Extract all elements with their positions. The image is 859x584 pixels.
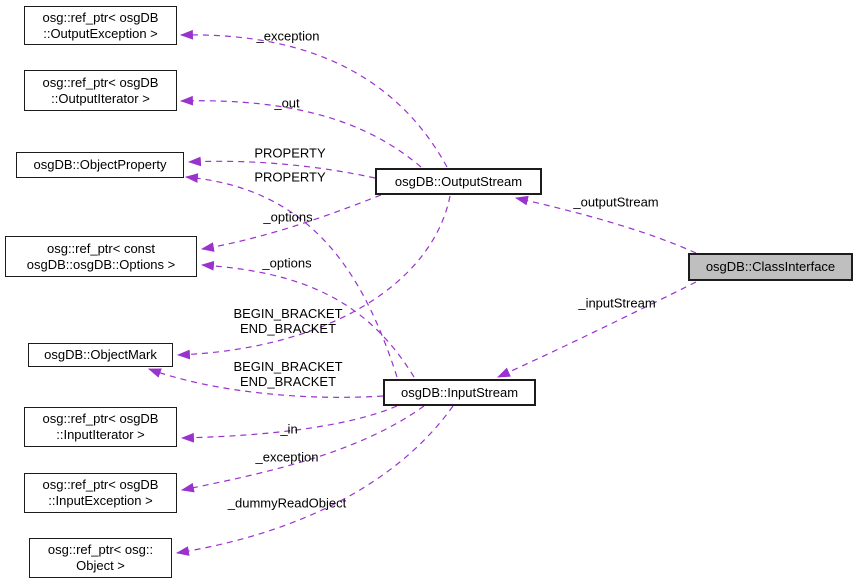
node-classinterface[interactable]: osgDB::ClassInterface (688, 253, 853, 281)
edge-label-brackets-input: BEGIN_BRACKET END_BRACKET (233, 359, 342, 389)
node-ref-ptr-outputiterator[interactable]: osg::ref_ptr< osgDB ::OutputIterator > (24, 70, 177, 111)
edge-label-out: _out (274, 95, 300, 111)
node-label: ::OutputException > (43, 25, 158, 41)
edge-label-options-input: _options (262, 255, 312, 271)
node-label: osgDB::ObjectMark (44, 347, 157, 362)
edge-label-line: END_BRACKET (239, 374, 337, 389)
node-ref-ptr-const-options[interactable]: osg::ref_ptr< const osgDB::osgDB::Option… (5, 236, 197, 277)
node-label: osgDB::InputStream (400, 384, 519, 400)
node-label: osg::ref_ptr< const (46, 240, 156, 256)
edge-label-brackets-output: BEGIN_BRACKET END_BRACKET (233, 306, 342, 336)
edge-label-exception-input: _exception (255, 449, 319, 465)
edge-bracket-inputstream-objectmark (147, 368, 384, 398)
edge-dummyreadobject-inputstream (175, 405, 454, 556)
edge-label-in: _in (280, 421, 298, 437)
edge-out-outputstream (179, 95, 422, 168)
edge-label-options-output: _options (263, 209, 313, 225)
edge-label-exception-output: _exception (256, 28, 320, 44)
node-label: ::InputIterator > (56, 427, 145, 442)
node-label: osgDB::ClassInterface (705, 259, 836, 274)
edge-property-inputstream (184, 173, 398, 378)
edge-bracket-outputstream-objectmark (176, 195, 451, 360)
node-label: osgDB::osgDB::Options > (26, 256, 176, 272)
edge-label-inputstream: _inputStream (578, 295, 656, 311)
edge-label-line: END_BRACKET (239, 321, 337, 336)
node-objectproperty[interactable]: osgDB::ObjectProperty (16, 152, 184, 178)
node-ref-ptr-inputiterator[interactable]: osg::ref_ptr< osgDB ::InputIterator > (24, 407, 177, 447)
node-label: osgDB::OutputStream (394, 173, 523, 189)
node-label: ::OutputIterator > (51, 90, 150, 106)
edge-label-property-output: PROPERTY (254, 145, 326, 161)
node-inputstream[interactable]: osgDB::InputStream (383, 379, 536, 406)
node-outputstream[interactable]: osgDB::OutputStream (375, 168, 542, 195)
node-label: osg::ref_ptr< osgDB (42, 477, 159, 492)
edge-label-outputstream: _outputStream (573, 194, 659, 210)
node-label: osg::ref_ptr< osgDB (42, 74, 159, 90)
edge-label-dummyreadobject: _dummyReadObject (227, 495, 347, 511)
edge-label-line: BEGIN_BRACKET (233, 359, 343, 374)
node-label: osg::ref_ptr< osg:: (47, 542, 154, 557)
edge-label-line: BEGIN_BRACKET (233, 306, 343, 321)
edge-in-inputstream (180, 405, 398, 443)
node-ref-ptr-osg-object[interactable]: osg::ref_ptr< osg:: Object > (29, 538, 172, 578)
edge-options-inputstream (200, 260, 415, 378)
node-label: osg::ref_ptr< osgDB (42, 411, 159, 426)
node-label: ::InputException > (48, 493, 153, 508)
edge-property-outputstream (187, 156, 376, 179)
node-label: Object > (76, 558, 125, 573)
edge-label-property-input: PROPERTY (254, 169, 326, 185)
node-label: osg::ref_ptr< osgDB (42, 9, 159, 25)
edge-exception-inputstream (180, 405, 425, 493)
node-ref-ptr-inputexception[interactable]: osg::ref_ptr< osgDB ::InputException > (24, 473, 177, 513)
node-ref-ptr-outputexception[interactable]: osg::ref_ptr< osgDB ::OutputException > (24, 6, 177, 45)
edge-outputstream-classinterface (514, 195, 697, 254)
node-label: osgDB::ObjectProperty (33, 157, 167, 172)
edge-exception-outputstream (179, 29, 448, 168)
edge-inputstream-classinterface (497, 281, 697, 378)
node-objectmark[interactable]: osgDB::ObjectMark (28, 343, 173, 367)
